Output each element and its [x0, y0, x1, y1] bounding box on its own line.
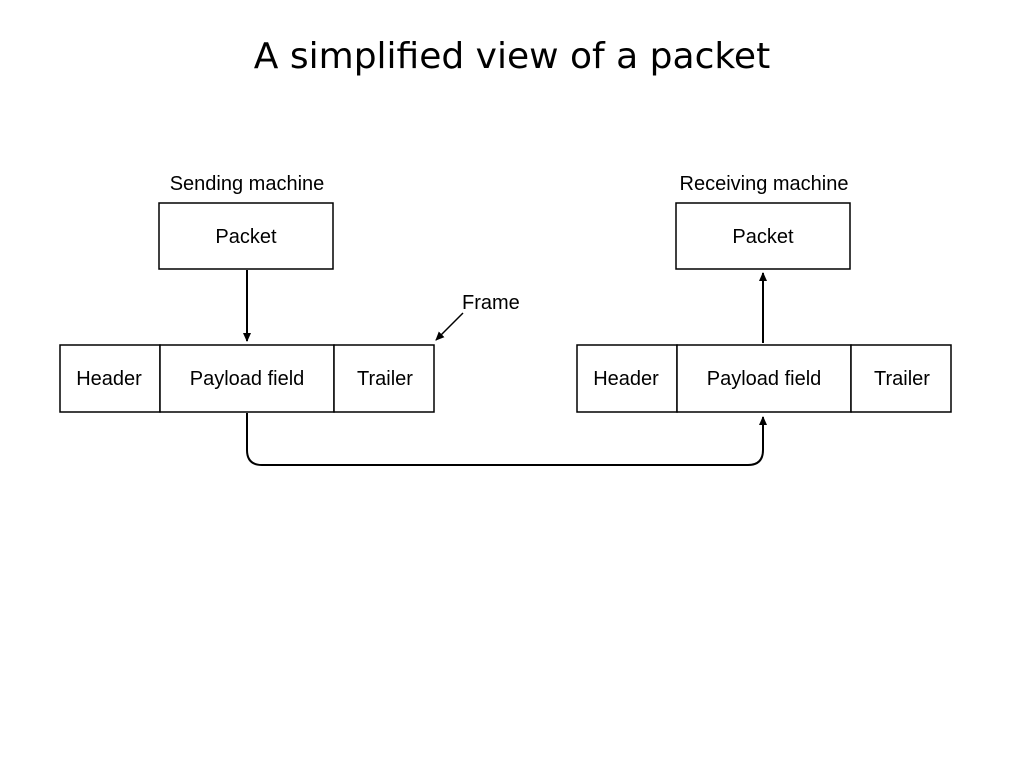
receiver-packet-box: [675, 202, 851, 270]
receiver-frame: Header Payload field Trailer: [576, 344, 952, 413]
page-title: A simplified view of a packet: [253, 36, 771, 77]
sender-payload-label: Payload field: [190, 368, 305, 390]
receiver-payload-cell: [676, 344, 852, 413]
frame-callout-arrow: [435, 312, 464, 341]
sender-frame: Header Payload field Trailer: [59, 344, 435, 413]
sending-machine-caption: Sending machine: [170, 173, 325, 195]
sender-packet-label: Packet: [215, 226, 277, 248]
receiver-trailer-cell: [850, 344, 952, 413]
receiver-payload-label: Payload field: [707, 368, 822, 390]
receiver-trailer-label: Trailer: [874, 368, 930, 390]
sender-trailer-label: Trailer: [357, 368, 413, 390]
frame-callout: Frame: [435, 292, 520, 341]
receiving-machine: Receiving machine Packet Header Payload …: [576, 173, 952, 413]
sender-payload-cell: [159, 344, 335, 413]
frame-callout-label: Frame: [462, 292, 520, 314]
sender-header-cell: [59, 344, 161, 413]
sender-header-label: Header: [76, 368, 142, 390]
receiver-packet-label: Packet: [732, 226, 794, 248]
sender-trailer-cell: [333, 344, 435, 413]
receiving-machine-caption: Receiving machine: [680, 173, 849, 195]
sending-machine: Sending machine Packet Header Payload fi…: [59, 173, 435, 413]
sender-packet-box: [158, 202, 334, 270]
transmission-path-arrow: [246, 413, 767, 466]
receiver-header-label: Header: [593, 368, 659, 390]
